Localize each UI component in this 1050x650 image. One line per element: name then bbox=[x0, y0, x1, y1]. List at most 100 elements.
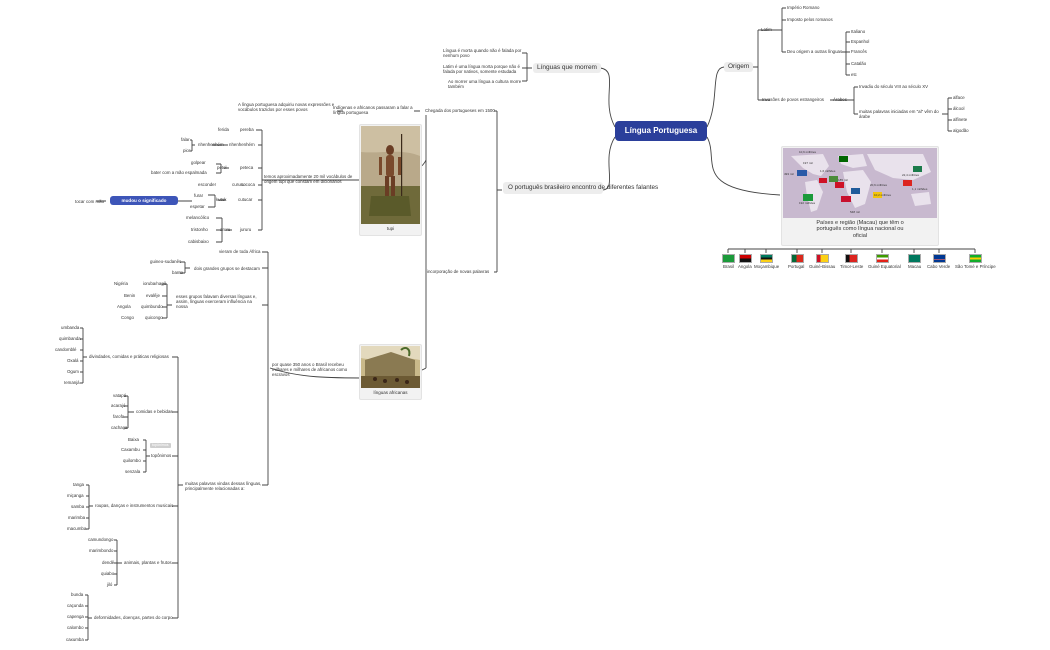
roupa-micanga[interactable]: miçanga bbox=[67, 493, 84, 498]
tupi-furar[interactable]: furar bbox=[194, 193, 204, 198]
lingua-frances[interactable]: Francês bbox=[851, 49, 867, 54]
tupi-golpear[interactable]: golpear bbox=[191, 160, 206, 165]
banto[interactable]: banto bbox=[172, 270, 183, 275]
divindades-node[interactable]: divindades, comidas e práticas religiosa… bbox=[89, 354, 169, 359]
guineo-sudanes[interactable]: guineo-sudanês bbox=[150, 259, 182, 264]
lingua-espanhol[interactable]: Espanhol bbox=[851, 39, 870, 44]
lingua-evaleje[interactable]: evalêje bbox=[146, 293, 160, 298]
portugues-brasileiro-node[interactable]: O português brasileiro encontro de difer… bbox=[503, 182, 658, 194]
chegada-node[interactable]: Chegada dos portugueses em 1500 bbox=[425, 108, 495, 113]
animal-camundongo[interactable]: camundongo bbox=[88, 537, 114, 542]
lingua-ioruba[interactable]: ioruba/nagô bbox=[143, 281, 167, 286]
deu-origem[interactable]: Deu origem a outras línguas bbox=[787, 49, 843, 54]
topo-caxambu[interactable]: Caxambu bbox=[121, 447, 140, 452]
alface[interactable]: alface bbox=[953, 95, 965, 100]
indigenas-node[interactable]: Indígenas e africanos passaram a falar a… bbox=[333, 105, 413, 116]
alcool[interactable]: álcool bbox=[953, 106, 965, 111]
morrem-item-2[interactable]: Latim é uma língua morta porque não é fa… bbox=[443, 64, 520, 75]
tupi-cabisbaixo[interactable]: cabisbaixo bbox=[188, 239, 209, 244]
toponimos-node[interactable]: topônimos bbox=[151, 453, 172, 458]
deform-capenga[interactable]: capenga bbox=[67, 614, 84, 619]
topo-baixa[interactable]: Baixa bbox=[128, 437, 139, 442]
topo-senzala[interactable]: senzala bbox=[125, 469, 141, 474]
pais-nigeria[interactable]: Nigéria bbox=[114, 281, 128, 286]
linguas-morrem-node[interactable]: Línguas que morrem bbox=[533, 63, 601, 73]
imposto-romanos[interactable]: Imposto pelos romanos bbox=[787, 17, 833, 22]
div-umbanda[interactable]: umbanda bbox=[61, 325, 80, 330]
tupi-esconder[interactable]: esconder bbox=[198, 182, 217, 187]
roupas-node[interactable]: roupas, danças e instrumentos musicais bbox=[95, 503, 174, 508]
tupi-melancolico[interactable]: melancólico bbox=[186, 215, 210, 220]
africanas-image-card[interactable]: línguas africanas bbox=[359, 344, 422, 400]
lingua-italiano[interactable]: Italiano bbox=[851, 29, 866, 34]
lingua-quicongo[interactable]: quicongo bbox=[145, 315, 163, 320]
deformidades-node[interactable]: deformidades, doenças, partes do corpo bbox=[94, 615, 173, 620]
adquiriu-node[interactable]: A língua portuguesa adquiriu novas expre… bbox=[238, 102, 335, 113]
tupi-falar[interactable]: falar bbox=[181, 137, 190, 142]
tupi-nhenhenhem[interactable]: nhenhenhém bbox=[229, 142, 255, 147]
tupi-image-card[interactable]: tupi bbox=[359, 124, 422, 236]
comida-farofa[interactable]: farofa bbox=[113, 414, 125, 419]
mudou-significado-badge[interactable]: mudou o significado bbox=[110, 196, 178, 205]
tocar-com-mao[interactable]: tocar com mão bbox=[75, 199, 105, 204]
vieram-node[interactable]: vieram de toda África bbox=[219, 249, 261, 254]
alfinete[interactable]: alfinete bbox=[953, 117, 968, 122]
animal-dende[interactable]: dendê bbox=[102, 560, 115, 565]
tupi-jururu[interactable]: jururu bbox=[240, 227, 252, 232]
tupi-desc-node[interactable]: temos aproximadamente 20 mil vocábulos d… bbox=[264, 174, 353, 185]
arabes-node[interactable]: Árabes bbox=[833, 97, 847, 102]
pais-benin[interactable]: Benin bbox=[124, 293, 136, 298]
tupi-pior[interactable]: pior bbox=[183, 148, 191, 153]
div-candomble[interactable]: candomblé bbox=[55, 347, 77, 352]
tupi-pereba[interactable]: pereba bbox=[240, 127, 254, 132]
lingua-quimbundo[interactable]: quimbundo bbox=[141, 304, 163, 309]
roupa-macumba[interactable]: macumba bbox=[67, 526, 87, 531]
roupa-samba[interactable]: samba bbox=[71, 504, 85, 509]
incorporacao-node[interactable]: incorporação de novas palavras bbox=[427, 269, 490, 274]
topo-quilombo[interactable]: quilombo bbox=[123, 458, 141, 463]
africa-intro-node[interactable]: por quase 350 anos o Brasil recebeu milh… bbox=[272, 362, 348, 378]
div-ogum[interactable]: Ogum bbox=[67, 369, 79, 374]
latim-node[interactable]: Latim bbox=[761, 27, 772, 32]
algodao[interactable]: algodão bbox=[953, 128, 969, 133]
invasoes-node[interactable]: Invasões de povos estrangeiros bbox=[762, 97, 824, 102]
grupos-node[interactable]: dois grandes grupos se destacam bbox=[194, 266, 260, 271]
deform-cacunda[interactable]: caçunda bbox=[67, 603, 84, 608]
tupi-bater[interactable]: bater com a mão espalmada bbox=[151, 170, 207, 175]
tupi-cururu[interactable]: cururu bbox=[232, 182, 245, 187]
comidas-node[interactable]: comidas e bebidas bbox=[136, 409, 173, 414]
deform-bunda[interactable]: bunda bbox=[71, 592, 84, 597]
div-iemanja[interactable]: Iemanjá bbox=[64, 380, 80, 385]
tupi-cococa[interactable]: cococa bbox=[241, 182, 255, 187]
map-card[interactable]: 10,6 milhões 197 mil 1,6 milhões 493 mil… bbox=[781, 146, 939, 246]
tupi-cutucar[interactable]: cutucar bbox=[238, 197, 253, 202]
root-topic[interactable]: Língua Portuguesa bbox=[615, 121, 707, 141]
div-oxala[interactable]: Oxalá bbox=[67, 358, 79, 363]
div-quimbanda[interactable]: quimbanda bbox=[59, 336, 81, 341]
tupi-nheeng[interactable]: nhenhenhém bbox=[198, 142, 224, 147]
deform-calombo[interactable]: calombo bbox=[67, 625, 84, 630]
tupi-kutuk[interactable]: kutuk bbox=[216, 197, 227, 202]
origem-node[interactable]: Origem bbox=[724, 62, 754, 72]
deform-caxumba[interactable]: caxumba bbox=[66, 637, 84, 642]
tupi-tristonho[interactable]: tristonho bbox=[191, 227, 208, 232]
tupi-petel[interactable]: petel bbox=[217, 165, 227, 170]
comida-cachaca[interactable]: cachaça bbox=[111, 425, 128, 430]
animais-node[interactable]: animais, plantas e frutos bbox=[124, 560, 172, 565]
palavras-vindas-node[interactable]: muitas palavras vindas dessas línguas, p… bbox=[185, 481, 262, 492]
animal-quiabo[interactable]: quiabo bbox=[101, 571, 115, 576]
pais-angola[interactable]: Angola bbox=[117, 304, 131, 309]
lingua-catalao[interactable]: Catalão bbox=[851, 61, 867, 66]
comida-acaraje[interactable]: acarajé bbox=[111, 403, 126, 408]
linguas-afr-node[interactable]: esses grupos falavam diversas línguas e,… bbox=[176, 294, 257, 310]
animal-jilo[interactable]: jiló bbox=[107, 582, 113, 587]
tupi-ferida[interactable]: ferida bbox=[218, 127, 229, 132]
tupi-aruru[interactable]: aruru bbox=[220, 227, 231, 232]
invadiu-node[interactable]: Invadiu do século VIII ao século XV bbox=[859, 84, 929, 89]
morrem-item-3[interactable]: Ao morrer uma língua a cultura morre tam… bbox=[448, 79, 522, 90]
lingua-etc[interactable]: etc bbox=[851, 72, 857, 77]
pais-congo[interactable]: Congo bbox=[121, 315, 134, 320]
imperio-romano[interactable]: Império Romano bbox=[787, 5, 820, 10]
roupa-marimba[interactable]: marimba bbox=[68, 515, 86, 520]
morrem-item-1[interactable]: Língua é morta quando não é falada por n… bbox=[443, 48, 522, 59]
